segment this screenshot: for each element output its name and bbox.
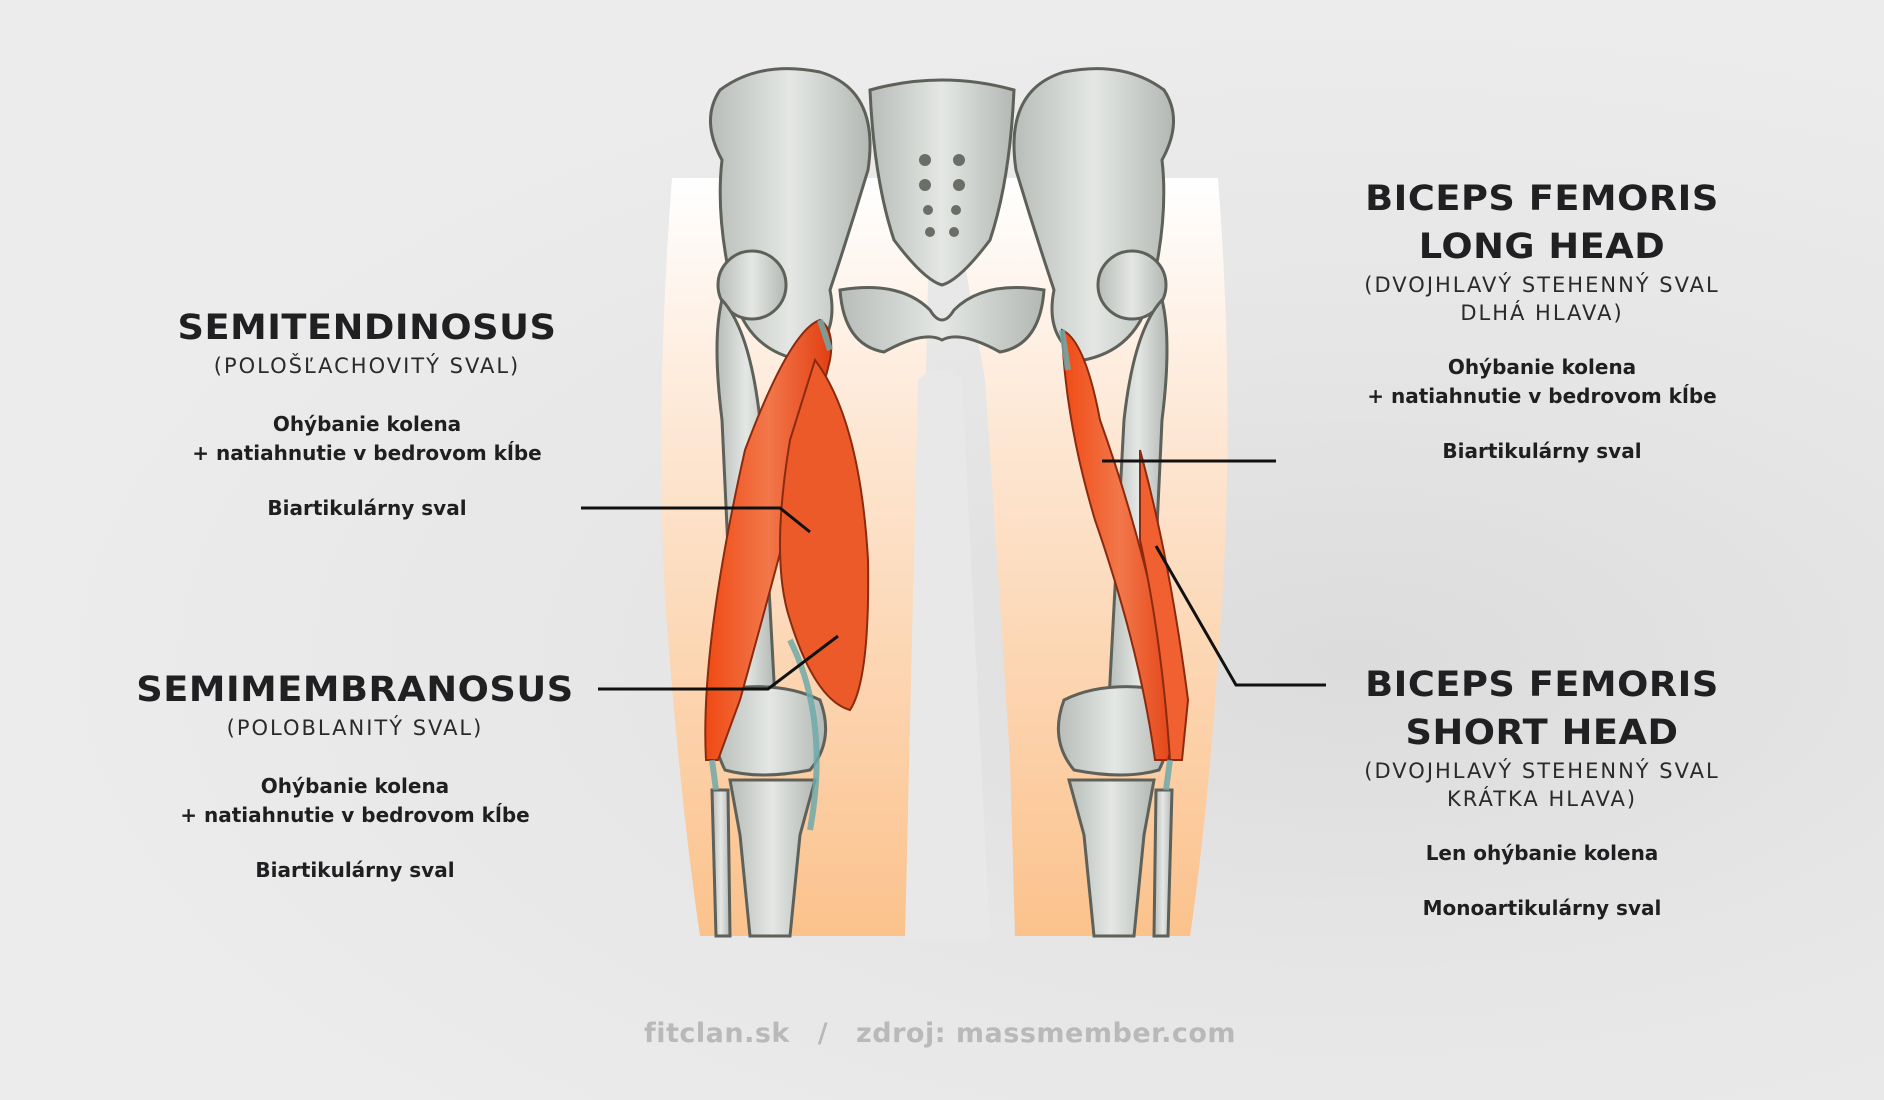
- semitendinosus-function-1: Ohýbanie kolena: [272, 412, 462, 436]
- biceps-short-subtitle-2: KRÁTKA HLAVA): [1446, 787, 1638, 811]
- footer-site: fitclan.sk: [643, 1018, 790, 1049]
- biceps-long-function-2: + natiahnutie v bedrovom kĺbe: [1367, 384, 1717, 408]
- semimembranosus-label: SEMIMEMBRANOSUS (POLOBLANITÝ SVAL) Ohýba…: [136, 666, 573, 885]
- semitendinosus-title: SEMITENDINOSUS: [177, 308, 557, 348]
- semimembranosus-title: SEMIMEMBRANOSUS: [136, 670, 574, 710]
- biceps-short-function: Len ohýbanie kolena: [1425, 841, 1659, 865]
- footer-source: zdroj: massmember.com: [856, 1018, 1237, 1049]
- biceps-long-subtitle-2: DLHÁ HLAVA): [1460, 301, 1624, 325]
- semitendinosus-label: SEMITENDINOSUS (POLOŠĽACHOVITÝ SVAL) Ohý…: [177, 304, 556, 523]
- semitendinosus-type: Biartikulárny sval: [267, 496, 467, 520]
- biceps-long-type: Biartikulárny sval: [1442, 439, 1642, 463]
- biceps-long-title-2: LONG HEAD: [1418, 227, 1666, 267]
- biceps-long-subtitle-1: (DVOJHLAVÝ STEHENNÝ SVAL: [1364, 273, 1720, 297]
- semitendinosus-function-2: + natiahnutie v bedrovom kĺbe: [192, 441, 542, 465]
- biceps-short-leader: [1154, 545, 1326, 687]
- pelvis: [709, 67, 1175, 362]
- biceps-short-type: Monoartikulárny sval: [1422, 896, 1662, 920]
- leader-lines: [581, 459, 1326, 691]
- semimembranosus-function-1: Ohýbanie kolena: [260, 774, 450, 798]
- tendons: [709, 319, 1173, 831]
- biceps-short-title-1: BICEPS FEMORIS: [1365, 665, 1719, 705]
- semimembranosus-type: Biartikulárny sval: [255, 858, 455, 882]
- footer-credit: fitclan.sk / zdroj: massmember.com: [644, 1018, 1236, 1049]
- biceps-short-subtitle-1: (DVOJHLAVÝ STEHENNÝ SVAL: [1364, 759, 1720, 783]
- semitendinosus-leader: [581, 506, 811, 534]
- biceps-short-head-label: BICEPS FEMORIS SHORT HEAD (DVOJHLAVÝ STE…: [1364, 661, 1719, 923]
- biceps-short-title-2: SHORT HEAD: [1405, 713, 1679, 753]
- crotch-gap: [905, 370, 990, 940]
- footer-separator: /: [817, 1018, 829, 1049]
- semimembranosus-subtitle: (POLOBLANITÝ SVAL): [226, 716, 484, 740]
- short-head-muscle: [1139, 449, 1190, 761]
- hamstring-muscles: [704, 318, 1190, 761]
- long-head-muscle: [1060, 328, 1180, 761]
- biceps-long-title-1: BICEPS FEMORIS: [1365, 179, 1719, 219]
- semimembranosus-leader: [598, 634, 839, 691]
- biceps-long-function-1: Ohýbanie kolena: [1447, 355, 1637, 379]
- semitendinosus-subtitle: (POLOŠĽACHOVITÝ SVAL): [213, 354, 521, 378]
- biceps-long-head-label: BICEPS FEMORIS LONG HEAD (DVOJHLAVÝ STEH…: [1364, 175, 1719, 466]
- sacrum-holes: [919, 154, 965, 237]
- semimembranosus-muscle: [779, 357, 870, 712]
- semimembranosus-function-2: + natiahnutie v bedrovom kĺbe: [180, 803, 530, 827]
